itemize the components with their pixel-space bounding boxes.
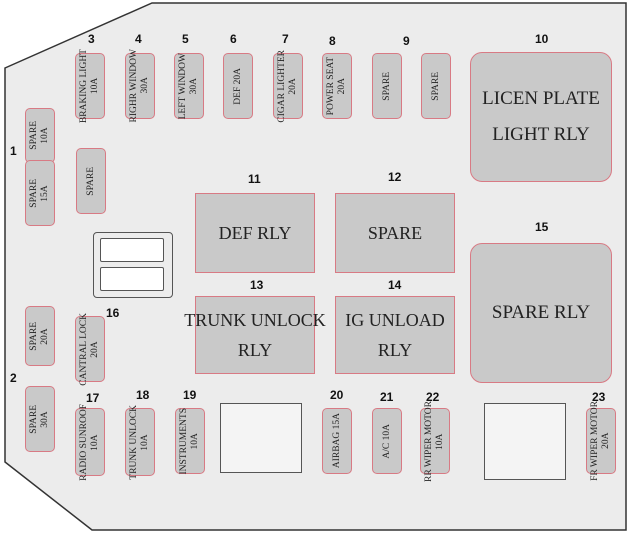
fuse-2-spare-30a: SPARE 30A — [25, 386, 55, 452]
fuse-number: 3 — [88, 32, 95, 46]
fuse-1-spare-10a: SPARE 10A — [25, 108, 55, 163]
relay-label: LICEN PLATE LIGHT RLY — [482, 88, 600, 145]
fuse-spare-20a: SPARE 20A — [25, 306, 55, 366]
fuse-label: RR WIPER MOTOR 10A — [424, 400, 445, 482]
fuse-number: 23 — [592, 390, 606, 404]
relay-label: TRUNK UNLOCK RLY — [184, 310, 326, 360]
fuse-label: AIRBAG 15A — [331, 413, 342, 469]
empty-slot — [220, 403, 302, 473]
fuse-number: 16 — [106, 306, 120, 320]
relay-label: SPARE — [367, 223, 423, 243]
fuse-label: BRAKING LIGHT 10A — [79, 48, 100, 124]
fuse-number: 18 — [136, 388, 150, 402]
fuse-number: 1 — [10, 144, 17, 158]
fuse-label: SPARE 20A — [29, 321, 50, 351]
fuse-number: 9 — [403, 34, 410, 48]
relay-label: DEF RLY — [218, 223, 292, 243]
fuse-number: 8 — [329, 34, 336, 48]
fuse-number: 21 — [380, 390, 394, 404]
fuse-label: SPARE 15A — [29, 178, 50, 208]
relay-number: 12 — [388, 170, 402, 184]
relay-14-ig-unload: IG UNLOAD RLY — [335, 296, 455, 374]
fuse-6-def: DEF 20A — [223, 53, 253, 119]
fuse-label: DEF 20A — [232, 67, 243, 105]
fuse-label: RIGHR WINDOW 30A — [129, 49, 150, 123]
fuse-label: RADIO SUNROOF 10A — [79, 403, 100, 481]
fuse-label: TRUNK UNLOCK 10A — [129, 404, 150, 480]
relay-11-def: DEF RLY — [195, 193, 315, 273]
fuse-label: CIGAR LIGHTER 20A — [277, 49, 298, 123]
fuse-9-spare: SPARE — [372, 53, 402, 119]
relay-number: 10 — [535, 32, 549, 46]
connector-socket — [93, 232, 173, 298]
fuse-number: 22 — [426, 390, 440, 404]
fuse-number: 19 — [183, 388, 197, 402]
fuse-spare: SPARE — [76, 148, 106, 214]
fuse-number: 4 — [135, 32, 142, 46]
relay-number: 11 — [248, 172, 261, 186]
relay-15-spare: SPARE RLY — [470, 243, 612, 383]
relay-number: 14 — [388, 278, 402, 292]
fuse-4-right-window: RIGHR WINDOW 30A — [125, 49, 155, 123]
fuse-5-left-window: LEFT WINDOW 30A — [174, 53, 204, 119]
relay-13-trunk-unlock: TRUNK UNLOCK RLY — [184, 296, 326, 374]
fuse-label: POWER SEAT 20A — [326, 56, 347, 116]
fuse-7-cigar-lighter: CIGAR LIGHTER 20A — [273, 50, 303, 122]
fuse-18-trunk-unlock: TRUNK UNLOCK 10A — [125, 405, 155, 479]
fuse-23-fr-wiper-motor: FR WIPER MOTOR 20A — [586, 401, 616, 481]
relay-number: 15 — [535, 220, 549, 234]
fuse-spare-unnumbered: SPARE — [421, 53, 451, 119]
fuse-number: 20 — [330, 388, 344, 402]
fuse-label: SPARE — [430, 71, 441, 101]
fuse-number: 6 — [230, 32, 237, 46]
fuse-label: SPARE 10A — [29, 121, 50, 150]
fuse-label: A/C 10A — [381, 423, 392, 459]
fuse-label: SPARE — [381, 71, 392, 101]
fuse-number: 17 — [86, 391, 100, 405]
fuse-number: 5 — [182, 32, 189, 46]
fuse-label: CANTRAL LOCK 20A — [79, 312, 100, 386]
fuse-number: 2 — [10, 371, 17, 385]
fuse-19-instruments: INSTRUMENTS 10A — [175, 408, 205, 474]
relay-number: 13 — [250, 278, 264, 292]
fuse-label: SPARE 30A — [29, 404, 50, 434]
fuse-label: LEFT WINDOW 30A — [178, 52, 199, 120]
relay-10-licence-plate-light: LICEN PLATE LIGHT RLY — [470, 52, 612, 182]
fuse-22-rr-wiper-motor: RR WIPER MOTOR 10A — [420, 401, 450, 481]
empty-slot — [484, 403, 566, 480]
fuse-label: SPARE — [85, 166, 96, 196]
fuse-number: 7 — [282, 32, 289, 46]
fuse-spare-15a: SPARE 15A — [25, 160, 55, 226]
fuse-label: INSTRUMENTS 10A — [179, 407, 200, 475]
fuse-16-central-lock: CANTRAL LOCK 20A — [75, 313, 105, 385]
relay-12-spare: SPARE — [335, 193, 455, 273]
relay-label: IG UNLOAD RLY — [345, 310, 445, 360]
fuse-20-airbag: AIRBAG 15A — [322, 408, 352, 474]
fuse-8-power-seat: POWER SEAT 20A — [322, 53, 352, 119]
fuse-3-braking-light: BRAKING LIGHT 10A — [75, 49, 105, 123]
fuse-21-ac: A/C 10A — [372, 408, 402, 474]
relay-label: SPARE RLY — [491, 302, 591, 323]
fuse-label: FR WIPER MOTOR 20A — [590, 401, 611, 481]
fuse-17-radio-sunroof: RADIO SUNROOF 10A — [75, 404, 105, 480]
